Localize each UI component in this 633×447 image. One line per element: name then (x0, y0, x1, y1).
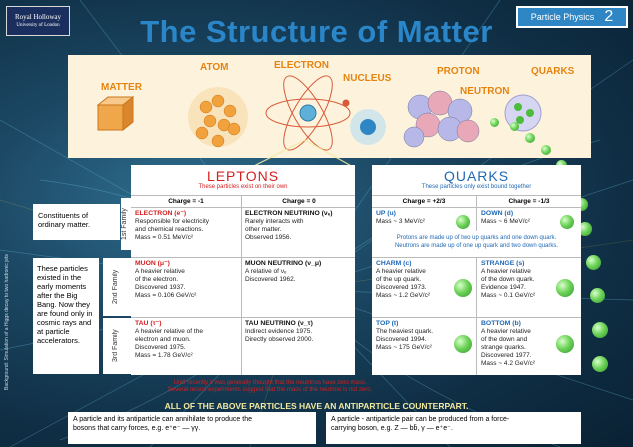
cell-up-quark: UP (u) Mass ~ 3 MeV/c² (376, 210, 425, 225)
label-proton: PROTON (437, 66, 480, 77)
quark-chain-ball-icon (510, 122, 519, 131)
label-neutron: NEUTRON (460, 86, 510, 97)
bottom-quark-ball-icon (556, 335, 574, 353)
logo-line-1: Royal Holloway (14, 13, 62, 21)
cell-electron-neutrino: ELECTRON NEUTRINO (νₑ) Rarely interacts … (245, 210, 333, 241)
top-quark-ball-icon (454, 335, 472, 353)
label-electron: ELECTRON (274, 60, 329, 71)
scale-panel (68, 55, 591, 158)
logo-line-2: University of London (16, 23, 60, 28)
series-badge: Particle Physics 2 (516, 6, 628, 28)
quark-chain-ball-icon (490, 118, 499, 127)
quark-chain-ball-icon (590, 288, 605, 303)
neutrino-mass-note: Until recently it was generally thought … (167, 380, 373, 393)
down-quark-ball-icon (560, 215, 574, 229)
constituents-label: Constituents of ordinary matter. (33, 204, 120, 240)
leptons-subtitle: These particles exist on their own (198, 184, 288, 190)
up-quark-ball-icon (456, 215, 470, 229)
family-3-strip: 3rd Family (103, 318, 131, 374)
quarks-col-charge-minus1-3: Charge = -1/3 (508, 198, 550, 205)
annihilation-note: A particle and its antiparticle can anni… (68, 412, 316, 444)
cell-bottom-quark: BOTTOM (b) A heavier relative of the dow… (481, 320, 536, 367)
badge-label: Particle Physics (530, 12, 595, 22)
proton-neutron-composition: Protons are made up of two up quarks and… (394, 235, 559, 249)
cell-muon: MUON (μ⁻) A heavier relative of the elec… (135, 260, 197, 299)
leptons-col-charge-zero: Charge = 0 (282, 198, 316, 205)
proton-neutron-cluster-icon (403, 90, 480, 148)
cell-top-quark: TOP (t) The heaviest quark. Discovered 1… (376, 320, 434, 351)
badge-number: 2 (604, 8, 614, 25)
strange-quark-ball-icon (556, 279, 574, 297)
leptons-table: LEPTONS These particles exist on their o… (131, 165, 355, 375)
quark-chain-ball-icon (592, 356, 608, 372)
leptons-title: LEPTONS (206, 168, 280, 184)
cell-charm-quark: CHARM (c) A heavier relative of the up q… (376, 260, 431, 299)
quarks-col-charge-plus2-3: Charge = +2/3 (402, 198, 446, 205)
early-universe-label: These particles existed in the early mom… (33, 258, 99, 374)
label-nucleus: NUCLEUS (343, 73, 392, 84)
background-caption: Background: Simulation of a Higgs decay … (4, 254, 10, 391)
quark-chain-ball-icon (541, 145, 551, 155)
cell-down-quark: DOWN (d) Mass ~ 6 MeV/c² (481, 210, 530, 225)
charm-quark-ball-icon (454, 279, 472, 297)
cell-tau-neutrino: TAU NEUTRINO (ν_τ) Indirect evidence 197… (245, 320, 314, 343)
family-1-label: 1st Family (121, 208, 128, 240)
family-3-label: 3rd Family (112, 329, 119, 363)
quarks-title: QUARKS (443, 168, 510, 184)
label-atom: ATOM (200, 62, 229, 73)
antiparticle-statement: ALL OF THE ABOVE PARTICLES HAVE AN ANTIP… (164, 401, 469, 411)
quarks-subtitle: These particles only exist bound togethe… (421, 184, 532, 190)
family-2-strip: 2nd Family (103, 258, 131, 316)
page-title: The Structure of Matter (140, 14, 493, 49)
university-logo: Royal Holloway University of London (6, 6, 70, 36)
family-1-strip: 1st Family (121, 198, 131, 250)
quark-chain-ball-icon (578, 222, 592, 236)
quark-chain-ball-icon (525, 133, 535, 143)
label-matter: MATTER (101, 82, 142, 93)
quarks-table: QUARKS These particles only exist bound … (372, 165, 581, 375)
nucleus-icon (350, 109, 386, 145)
cell-muon-neutrino: MUON NEUTRINO (ν_μ) A relative of νₑ Dis… (245, 260, 322, 283)
quark-chain-ball-icon (586, 255, 601, 270)
cell-strange-quark: STRANGE (s) A heavier relative of the do… (481, 260, 536, 299)
cell-electron: ELECTRON (e⁻) Responsible for electricit… (135, 210, 210, 241)
quark-chain-ball-icon (592, 322, 608, 338)
pair-production-note: A particle - antiparticle pair can be pr… (326, 412, 581, 444)
cell-tau: TAU (τ⁻) A heavier relative of the elect… (135, 320, 203, 359)
label-quarks: QUARKS (531, 66, 575, 77)
leptons-col-charge-minus1: Charge = -1 (168, 198, 204, 205)
family-2-label: 2nd Family (112, 269, 119, 305)
atom-icon (188, 87, 248, 148)
matter-cube-icon (96, 95, 135, 132)
